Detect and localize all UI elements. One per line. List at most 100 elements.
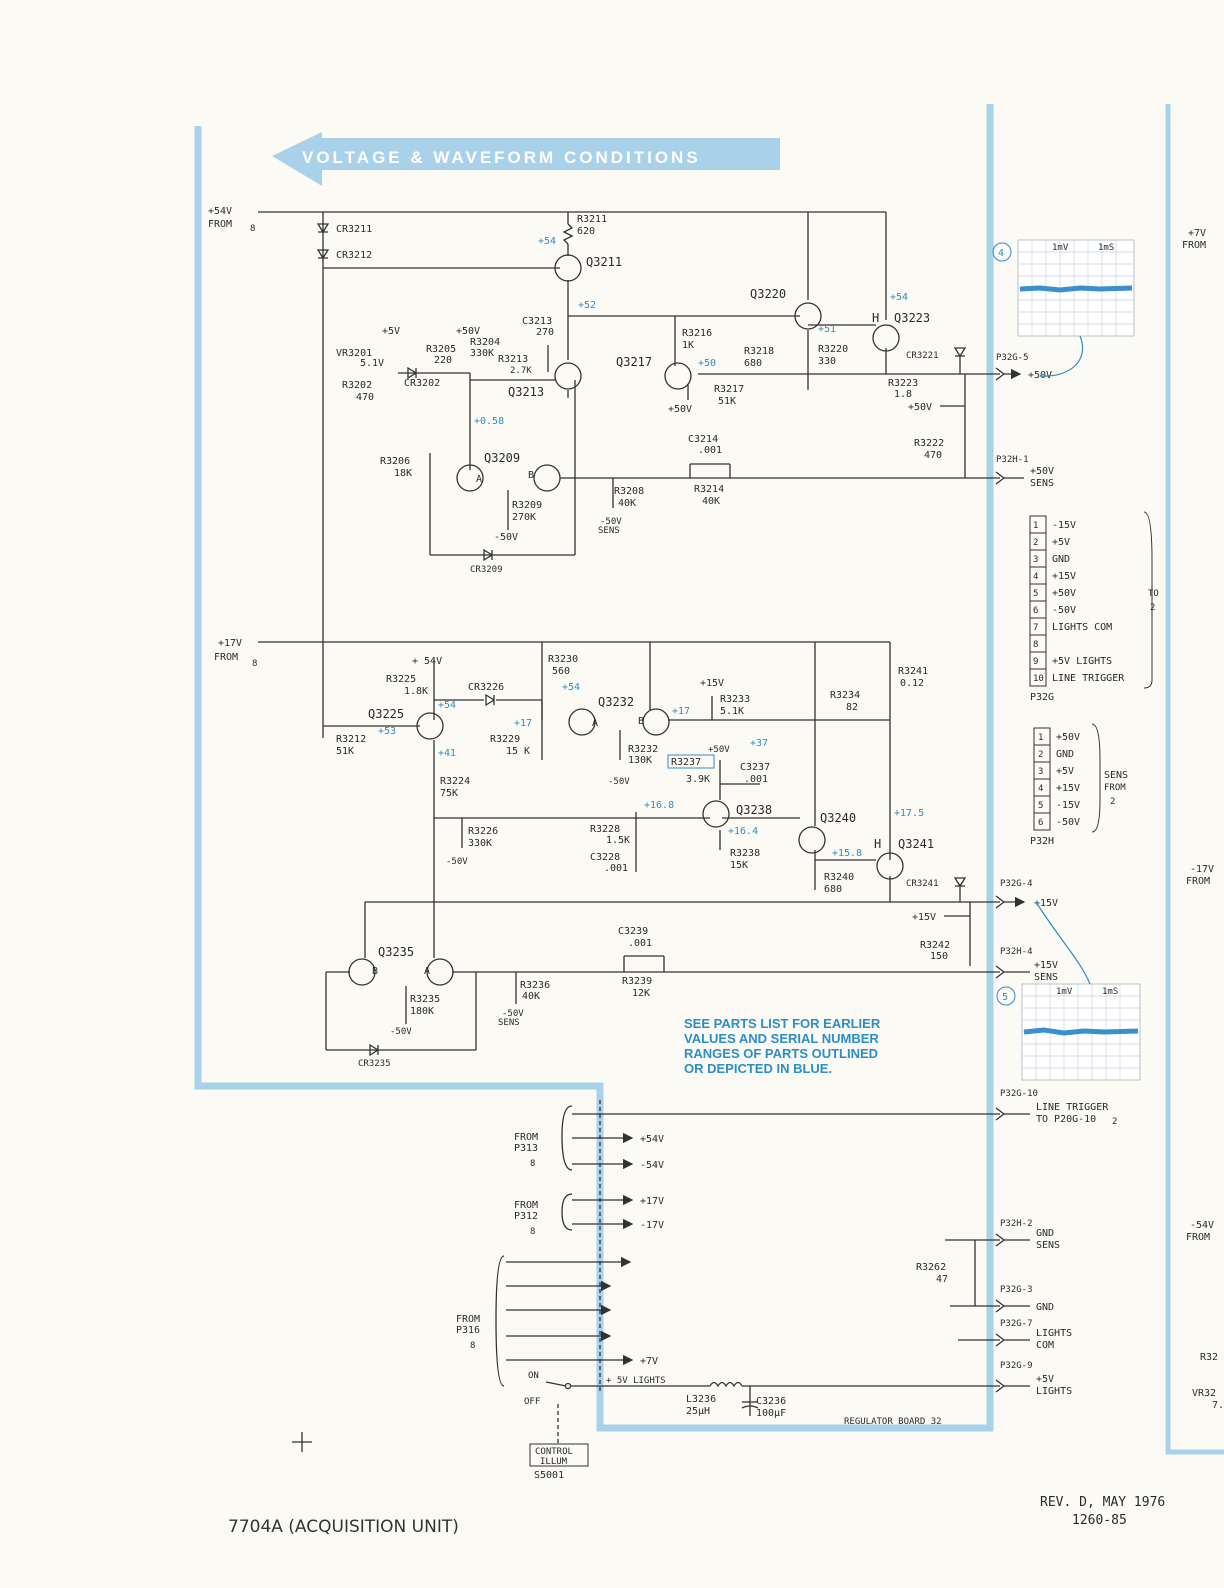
r3214-label: R3214	[694, 484, 724, 495]
p32g-name: P32G	[1030, 692, 1054, 703]
r3209-supply: -50V	[494, 532, 518, 543]
r3242-label: R3242	[920, 940, 950, 951]
p32h-pin-number: 3	[1038, 767, 1043, 777]
p32h2-sens: SENS	[1036, 1240, 1060, 1251]
r3218-value: 680	[744, 358, 762, 369]
p313-from: FROM	[514, 1132, 538, 1143]
wiring-15v-section	[258, 641, 1000, 1051]
node-15v-label: +15V	[912, 912, 936, 923]
footer-part: 1260-85	[1072, 1513, 1127, 1528]
banner-arrow: VOLTAGE & WAVEFORM CONDITIONS	[272, 132, 780, 186]
right-m17-from: FROM	[1186, 876, 1210, 887]
r3241-value: 0.12	[900, 678, 924, 689]
r3208-supply: -50V	[600, 517, 622, 527]
vr3201-label: VR3201	[336, 348, 372, 359]
p32h-pin-signal: +50V	[1056, 732, 1080, 743]
r3236-sens: SENS	[498, 1018, 520, 1028]
p32g-pin-number: 3	[1033, 555, 1038, 565]
r3236-supply: -50V	[502, 1009, 524, 1019]
r3216-label: R3216	[682, 328, 712, 339]
footer: 7704A (ACQUISITION UNIT) REV. D, MAY 197…	[228, 1495, 1165, 1537]
r3232-label: R3232	[628, 744, 658, 755]
r3202-value: 470	[356, 392, 374, 403]
r3262-value: 47	[936, 1274, 948, 1285]
q3235-b: B	[372, 966, 378, 977]
p32g-pin-signal: LINE TRIGGER	[1052, 673, 1125, 684]
voltage-058: +0.58	[474, 416, 504, 427]
r3209-value: 270K	[512, 512, 536, 523]
p32g10-line-trigger: LINE TRIGGER	[1036, 1102, 1109, 1113]
waveform-5-vdiv: 1mV	[1056, 987, 1073, 997]
p32g-pin-number: 9	[1033, 657, 1038, 667]
p32g7-label: P32G-7	[1000, 1319, 1033, 1329]
p32h-bracket	[1091, 723, 1101, 833]
p32h-pin-box	[1033, 812, 1051, 831]
right-m17: -17V	[1190, 864, 1214, 875]
r3241-label: R3241	[898, 666, 928, 677]
diode-symbols-upper	[316, 223, 967, 562]
voltage-53: +53	[378, 726, 396, 737]
right-m54-from: FROM	[1186, 1232, 1210, 1243]
vr3201-value: 5.1V	[360, 358, 384, 369]
r3208-label: R3208	[614, 486, 644, 497]
p32g-pin-number: 5	[1033, 589, 1038, 599]
voltage-17b: +17	[672, 706, 690, 717]
voltage-158: +15.8	[832, 848, 862, 859]
r3229-label: R3229	[490, 734, 520, 745]
p316-from: FROM	[456, 1314, 480, 1325]
p32g-pin-signal: LIGHTS COM	[1052, 622, 1112, 633]
p32h-pin-number: 1	[1038, 733, 1043, 743]
q3209-label: Q3209	[484, 451, 520, 465]
waveform-4-id: 4	[998, 248, 1004, 259]
q3238-label: Q3238	[736, 803, 772, 817]
waveform-4-vdiv: 1mV	[1052, 243, 1069, 253]
p32h4-voltage: +15V	[1034, 960, 1058, 971]
p32g-pin-signal: +5V LIGHTS	[1052, 656, 1112, 667]
r3204-label: R3204	[470, 337, 500, 348]
c3236-value: 100μF	[756, 1408, 786, 1419]
q3232-label: Q3232	[598, 695, 634, 709]
lower-p54: +54V	[640, 1134, 664, 1145]
q3235-label: Q3235	[378, 945, 414, 959]
r3240-label: R3240	[824, 872, 854, 883]
q3232-b: B	[638, 716, 644, 727]
r3202-label: R3202	[342, 380, 372, 391]
q3240-label: Q3240	[820, 811, 856, 825]
voltage-41: +41	[438, 748, 456, 759]
voltage-17a: +17	[514, 718, 532, 729]
r3204-supply: +50V	[456, 326, 480, 337]
lower-p17: +17V	[640, 1196, 664, 1207]
footer-rev: REV. D, MAY 1976	[1040, 1495, 1165, 1510]
r3204-value: 330K	[470, 348, 494, 359]
r3225-label: R3225	[386, 674, 416, 685]
l3236-label: L3236	[686, 1394, 716, 1405]
p312-from: FROM	[514, 1200, 538, 1211]
r3211-value: 620	[577, 226, 595, 237]
p32g-pin-signal: -50V	[1052, 605, 1076, 616]
voltage-51: +51	[818, 324, 836, 335]
r3228-label: R3228	[590, 824, 620, 835]
vr3201-supply: +5V	[382, 326, 400, 337]
q3211-label: Q3211	[586, 255, 622, 269]
cr3235-label: CR3235	[358, 1059, 391, 1069]
r3236-label: R3236	[520, 980, 550, 991]
p32g-to: TO	[1148, 589, 1159, 599]
node-50v-label: +50V	[908, 402, 932, 413]
waveform-5-id: 5	[1002, 992, 1008, 1003]
wiring-50v-section	[258, 211, 1000, 738]
s5001-label: S5001	[534, 1470, 564, 1481]
output-connectors-middle: P32G-4 +15V P32H-4 +15V SENS	[995, 879, 1058, 983]
r3208-sens: SENS	[598, 526, 620, 536]
right-edge-fragments: +7V FROM -17V FROM -54V FROM R32 VR32 7.	[1182, 228, 1224, 1411]
r3208-value: 40K	[618, 498, 636, 509]
p32g-pin-signal: -15V	[1052, 520, 1076, 531]
r3234-value: 82	[846, 702, 858, 713]
r3222-value: 470	[924, 450, 942, 461]
r3220-value: 330	[818, 356, 836, 367]
r3235-supply: -50V	[390, 1027, 412, 1037]
r3225-supply: + 54V	[412, 656, 442, 667]
r3262-label: R3262	[916, 1262, 946, 1273]
r3238-label: R3238	[730, 848, 760, 859]
